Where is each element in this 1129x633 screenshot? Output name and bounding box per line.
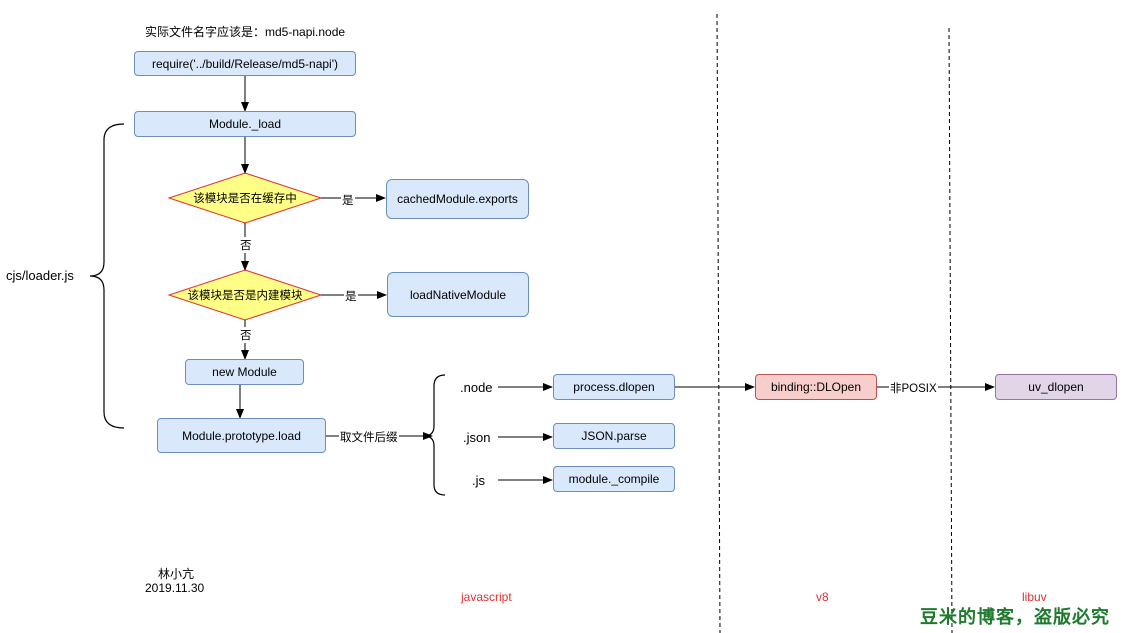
ext-js-label: .js <box>472 473 485 488</box>
date-label: 2019.11.30 <box>145 581 205 595</box>
edge-label-non-posix: 非POSIX <box>889 380 938 396</box>
cached-exports-box: cachedModule.exports <box>386 179 529 219</box>
module-load-box: Module._load <box>134 111 356 137</box>
edge-label-yes-cached: 是 <box>341 192 355 208</box>
native-check-text: 该模块是否是内建模块 <box>187 290 303 302</box>
process-dlopen-box: process.dlopen <box>553 374 675 400</box>
ext-json-label: .json <box>463 430 491 445</box>
json-parse-box: JSON.parse <box>553 423 675 449</box>
loader-brace <box>89 123 125 429</box>
new-module-box: new Module <box>185 359 304 385</box>
author-label: 林小亢 <box>158 567 195 581</box>
edge-label-no-cached: 否 <box>239 237 253 253</box>
load-native-box: loadNativeModule <box>387 272 529 317</box>
binding-dlopen-box: binding::DLOpen <box>755 374 877 400</box>
ext-node-label: .node <box>460 380 493 395</box>
lane-separator-v8-libuv <box>948 27 953 633</box>
edge-label-no-native: 否 <box>239 327 253 343</box>
lane-label-v8: v8 <box>816 590 829 604</box>
cached-check-text: 该模块是否在缓存中 <box>193 193 297 205</box>
lane-separator-js-v8 <box>716 13 721 633</box>
watermark: 豆米的博客，盗版必究 <box>920 607 1110 628</box>
lane-label-libuv: libuv <box>1022 590 1047 604</box>
uv-dlopen-box: uv_dlopen <box>995 374 1117 400</box>
extension-brace <box>423 374 446 496</box>
module-compile-box: module._compile <box>553 466 675 492</box>
lane-label-javascript: javascript <box>461 590 512 604</box>
edge-label-yes-native: 是 <box>344 288 358 304</box>
loader-file-label: cjs/loader.js <box>6 268 74 283</box>
edge-label-extension: 取文件后缀 <box>339 429 399 445</box>
top-note: 实际文件名字应该是：md5-napi.node <box>145 25 346 39</box>
require-box: require('../build/Release/md5-napi') <box>134 51 356 76</box>
module-proto-load-box: Module.prototype.load <box>157 418 326 453</box>
